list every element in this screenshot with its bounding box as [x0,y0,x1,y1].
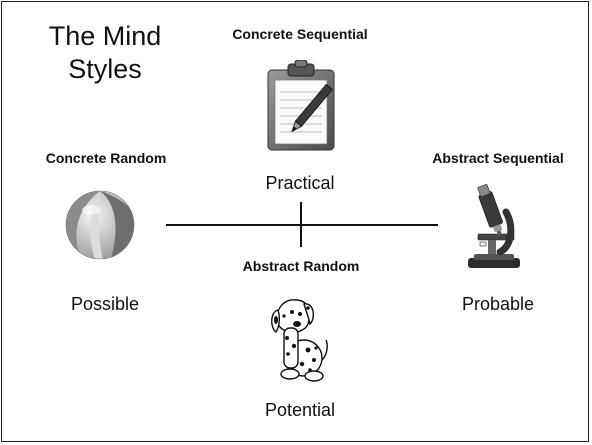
abstract-sequential-label: Abstract Sequential [432,150,564,166]
clipboard-icon [267,60,335,151]
potential-label: Potential [264,400,336,420]
vertical-axis-line [300,202,302,247]
slide-title: The Mind Styles [48,21,162,84]
dalmatian-dog-icon [271,299,328,382]
microscope-icon [468,184,520,268]
probable-label: Probable [461,294,535,314]
beach-ball-icon [65,190,135,260]
horizontal-axis-line [166,224,438,226]
concrete-random-label: Concrete Random [45,150,167,166]
concrete-sequential-label: Concrete Sequential [232,26,368,42]
abstract-random-label: Abstract Random [242,258,360,274]
possible-label: Possible [70,294,140,314]
practical-label: Practical [265,173,335,193]
